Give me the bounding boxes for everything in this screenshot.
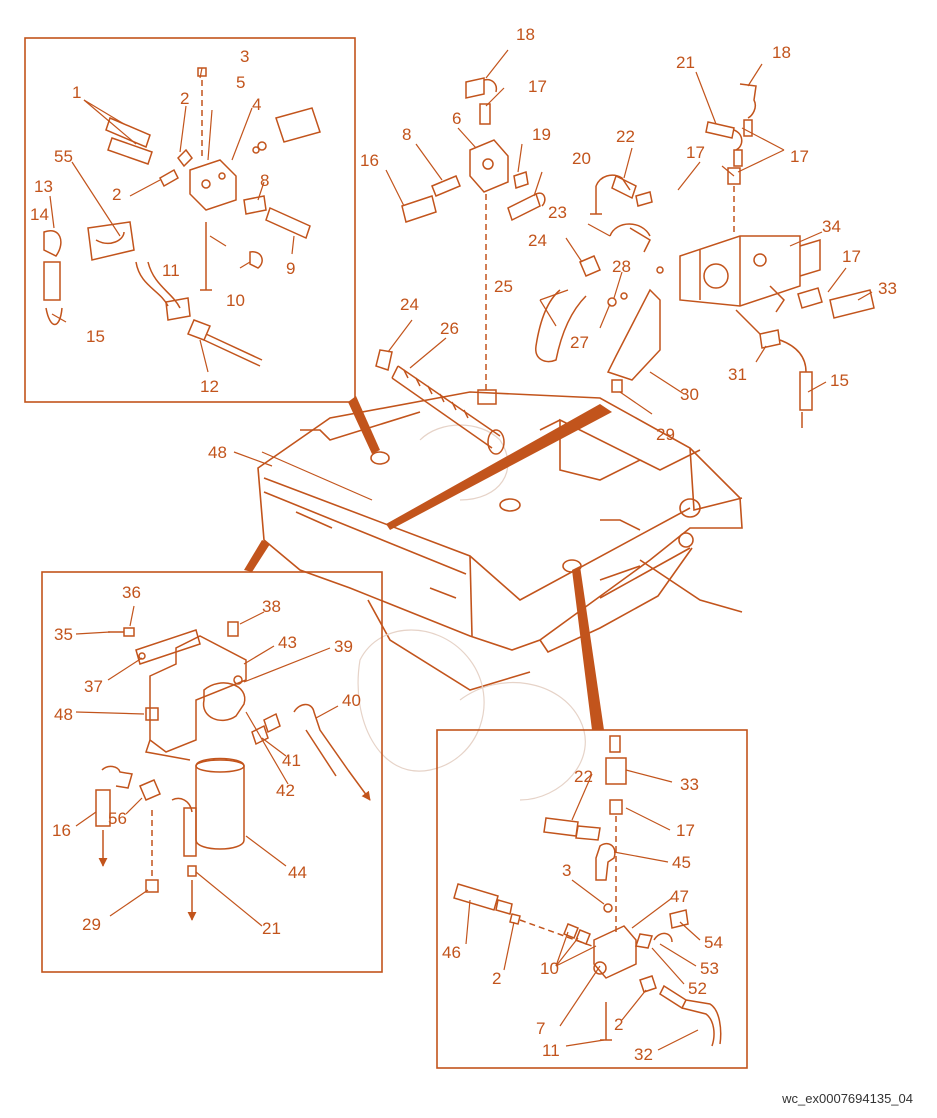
top-right-parts (535, 83, 875, 428)
callout-34: 34 (822, 217, 841, 236)
callout-5: 5 (236, 73, 245, 92)
callout-2: 2 (492, 969, 501, 988)
callout-38: 38 (262, 597, 281, 616)
callout-25: 25 (494, 277, 513, 296)
callout-17c: 17 (842, 247, 861, 266)
callout-2: 2 (180, 89, 189, 108)
callout-42: 42 (276, 781, 295, 800)
callout-31: 31 (728, 365, 747, 384)
callout-52: 52 (688, 979, 707, 998)
callout-3: 3 (562, 861, 571, 880)
top-center-parts (375, 77, 546, 455)
callout-8: 8 (402, 125, 411, 144)
callout-17: 17 (528, 77, 547, 96)
callout-24: 24 (528, 231, 547, 250)
callout-18: 18 (516, 25, 535, 44)
callout-8: 8 (260, 171, 269, 190)
callouts-bottom-right: 33 22 17 45 3 47 46 54 2 53 10 52 7 2 11… (442, 767, 723, 1064)
callout-12: 12 (200, 377, 219, 396)
callout-23: 23 (548, 203, 567, 222)
callouts-top-right: 21 18 22 17 17 34 23 24 28 25 27 17 33 3… (208, 43, 897, 462)
callout-29: 29 (82, 915, 101, 934)
callout-32: 32 (634, 1045, 653, 1064)
callout-13: 13 (34, 177, 53, 196)
callout-9: 9 (286, 259, 295, 278)
background-watermark (357, 424, 586, 801)
callout-2b: 2 (614, 1015, 623, 1034)
callout-17b: 17 (790, 147, 809, 166)
callout-54: 54 (704, 933, 723, 952)
callouts-bottom-left: 36 38 35 43 39 37 40 48 41 42 16 56 44 2… (52, 583, 361, 938)
leader-lines (49, 49, 873, 1051)
callout-45: 45 (672, 853, 691, 872)
callout-41: 41 (282, 751, 301, 770)
callout-43: 43 (278, 633, 297, 652)
callout-21: 21 (676, 53, 695, 72)
bottom-left-parts (95, 621, 371, 921)
main-frame (257, 391, 743, 691)
callout-16: 16 (52, 821, 71, 840)
callout-40: 40 (342, 691, 361, 710)
callout-16: 16 (360, 151, 379, 170)
callout-33: 33 (878, 279, 897, 298)
callout-14: 14 (30, 205, 49, 224)
callout-17: 17 (676, 821, 695, 840)
inset-bottom-right-frame (436, 729, 748, 1069)
callout-2b: 2 (112, 185, 121, 204)
inset-top-left-frame (24, 37, 356, 403)
inset-bottom-left-frame (41, 571, 383, 973)
callout-26: 26 (440, 319, 459, 338)
callout-19: 19 (532, 125, 551, 144)
callout-6: 6 (452, 109, 461, 128)
callout-3: 3 (240, 47, 249, 66)
callout-20: 20 (572, 149, 591, 168)
callout-37: 37 (84, 677, 103, 696)
callouts-top-left: 1 2 3 5 4 55 13 2 8 14 11 10 9 15 12 (30, 47, 295, 396)
callout-18: 18 (772, 43, 791, 62)
callouts-top-center: 18 17 6 19 20 8 16 24 26 (360, 25, 591, 338)
callout-33: 33 (680, 775, 699, 794)
callout-36: 36 (122, 583, 141, 602)
callout-44: 44 (288, 863, 307, 882)
inset-top-left-parts (43, 67, 321, 367)
callout-29: 29 (656, 425, 675, 444)
callout-21: 21 (262, 919, 281, 938)
callout-27: 27 (570, 333, 589, 352)
callout-15: 15 (86, 327, 105, 346)
callout-17: 17 (686, 143, 705, 162)
callout-46: 46 (442, 943, 461, 962)
callout-22: 22 (574, 767, 593, 786)
callout-53: 53 (700, 959, 719, 978)
callout-47: 47 (670, 887, 689, 906)
callout-35: 35 (54, 625, 73, 644)
callout-10: 10 (226, 291, 245, 310)
callout-55: 55 (54, 147, 73, 166)
callout-30: 30 (680, 385, 699, 404)
callout-48: 48 (208, 443, 227, 462)
callout-4: 4 (252, 95, 261, 114)
callout-7: 7 (536, 1019, 545, 1038)
callout-48: 48 (54, 705, 73, 724)
callout-11: 11 (162, 261, 180, 280)
callout-24: 24 (400, 295, 419, 314)
callout-28: 28 (612, 257, 631, 276)
callout-15: 15 (830, 371, 849, 390)
callout-wedges (244, 396, 612, 730)
callout-10: 10 (540, 959, 559, 978)
drawing-reference: wc_ex0007694135_04 (782, 1091, 913, 1106)
callout-39: 39 (334, 637, 353, 656)
callout-11: 11 (542, 1041, 560, 1060)
callout-22: 22 (616, 127, 635, 146)
callout-1: 1 (72, 83, 81, 102)
callout-56: 56 (108, 809, 127, 828)
